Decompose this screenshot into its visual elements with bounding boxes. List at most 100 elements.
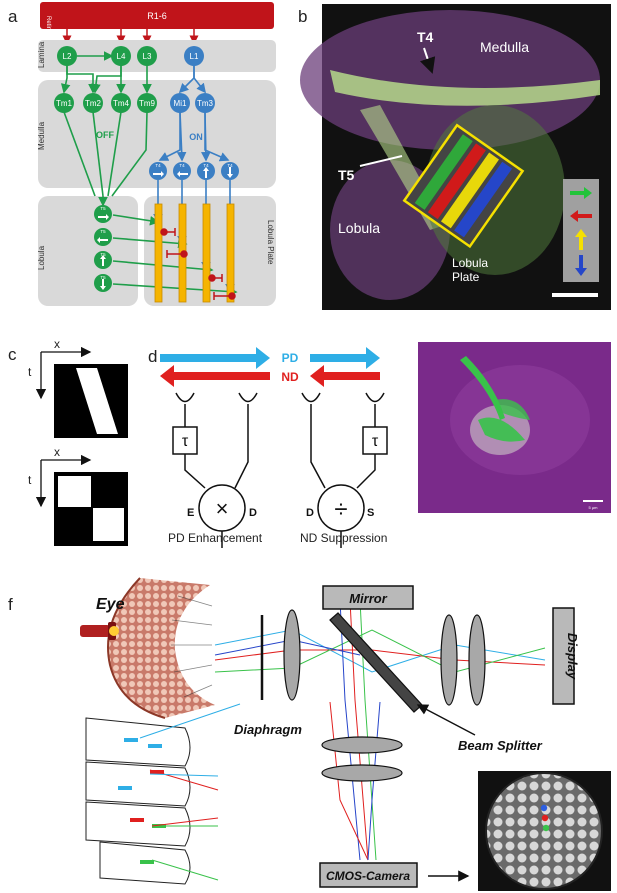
t5-label-b: T5: [338, 167, 355, 183]
inhibitory-connections: [160, 228, 236, 300]
medulla-neurons: Tm1 Tm2 Tm4 Tm9 Mi1 Tm3: [54, 93, 215, 113]
neuron-l2: L2: [63, 52, 72, 61]
pd-arrows: [160, 347, 380, 369]
beam-splitter: [329, 612, 423, 713]
down-arrow-icon: [227, 167, 233, 178]
lens-5: [321, 764, 403, 782]
nd-suppression-detector: [301, 392, 388, 548]
lens-1: [283, 609, 301, 701]
t5-neurons: T5 T5 T5 T5: [94, 205, 112, 292]
neuron-tm4: Tm4: [113, 99, 130, 108]
tau-label-right: τ: [372, 433, 379, 450]
medulla-label: Medulla: [37, 121, 46, 150]
retina-bar: [40, 2, 274, 29]
lobula-plate-label-b2: Plate: [452, 270, 480, 284]
neuron-l1: L1: [190, 52, 199, 61]
stimulus-xt-plots: x t x t: [28, 337, 128, 546]
lens-3: [468, 614, 486, 706]
mirror-label: Mirror: [349, 591, 388, 606]
panel-letter-f: f: [8, 595, 13, 614]
t4-label-3: T4: [203, 163, 209, 168]
diaphragm-label: Diaphragm: [234, 722, 302, 737]
neuron-l4: L4: [117, 52, 126, 61]
eye-label: Eye: [96, 596, 125, 613]
display-label: Display: [565, 633, 580, 680]
down-arrow-icon: [100, 279, 106, 290]
t4-label-2: T4: [179, 163, 185, 168]
optical-components: [260, 585, 575, 888]
off-pathway-connections: [60, 51, 238, 297]
s-label: S: [367, 507, 374, 519]
nd-label: ND: [281, 370, 299, 384]
photoreceptor-label: R1-6: [147, 11, 167, 21]
neuron-tm9: Tm9: [139, 99, 156, 108]
compound-eye: [107, 577, 215, 719]
lamina-neurons: L2 L4 L3 L1: [57, 46, 204, 66]
mirror: [322, 585, 414, 610]
lobula-label: Lobula: [37, 245, 46, 270]
pd-enhancement-caption: PD Enhancement: [168, 531, 263, 545]
legend-red-arrow-icon: [570, 210, 592, 222]
camera-image: [478, 771, 611, 891]
lobula-plate-label-b1: Lobula: [452, 256, 488, 270]
neuron-mi1: Mi1: [174, 99, 187, 108]
d-label-left: D: [249, 507, 257, 519]
e-label: E: [187, 507, 194, 519]
t4-label-1: T4: [155, 163, 161, 168]
lamina-label: Lamina: [37, 41, 46, 68]
beam-splitter-label: Beam Splitter: [458, 738, 543, 753]
legend-green-arrow-icon: [570, 187, 592, 199]
neuron-tm3: Tm3: [197, 99, 214, 108]
t-axis-label-2: t: [28, 473, 32, 487]
display: [552, 607, 575, 705]
d-label-right: D: [306, 507, 314, 519]
t5-label-1: T5: [100, 206, 106, 211]
right-arrow-icon: [98, 214, 109, 220]
neuron-tm2: Tm2: [85, 99, 102, 108]
multiply-operator: ×: [216, 496, 229, 521]
t-axis-label-1: t: [28, 365, 32, 379]
t4-label: T4: [417, 29, 434, 45]
lens-4: [321, 736, 403, 754]
pd-label: PD: [282, 351, 299, 365]
t4-label-4: T4: [227, 163, 233, 168]
divide-operator: ÷: [334, 496, 347, 523]
neuron-l3: L3: [143, 52, 152, 61]
right-arrow-icon: [153, 171, 164, 177]
lens-2: [440, 614, 458, 706]
nd-suppression-caption: ND Suppression: [300, 531, 387, 545]
panel-letter-a: a: [8, 7, 18, 26]
lobula-label-b: Lobula: [338, 220, 380, 236]
lobula-plate-label: Lobula Plate: [266, 220, 275, 265]
lobula-box: [38, 196, 138, 306]
t5-label-4: T5: [100, 275, 106, 280]
ommatidia-schematic: [85, 703, 241, 885]
beam-splitter-pointer: [416, 704, 476, 736]
pd-enhancement-detector: [172, 392, 258, 548]
tau-label-left: τ: [182, 433, 189, 450]
up-arrow-icon: [100, 255, 106, 266]
x-axis-label-2: x: [54, 445, 60, 459]
legend-yellow-arrow-icon: [575, 229, 587, 250]
nd-arrows: [160, 365, 380, 387]
off-label: OFF: [96, 130, 114, 140]
up-arrow-icon: [203, 167, 209, 178]
panel-letter-d: d: [148, 347, 157, 366]
legend-blue-arrow-icon: [575, 255, 587, 276]
panel-letter-c: c: [8, 345, 17, 364]
flashlight-icon: [80, 622, 119, 640]
t4-neurons: T4 T4 T4 T4: [149, 162, 239, 180]
panel-letter-b: b: [298, 7, 307, 26]
retina-label: Retina: [45, 16, 51, 34]
cmos-camera: [319, 862, 418, 888]
x-axis-label-1: x: [54, 337, 60, 351]
t5-label-3: T5: [100, 252, 106, 257]
confocal-image-b: [300, 4, 611, 310]
t5-label-2: T5: [100, 229, 106, 234]
confocal-image-e: [418, 342, 611, 513]
camera-label: CMOS-Camera: [326, 869, 410, 883]
neuron-tm1: Tm1: [56, 99, 73, 108]
on-label: ON: [189, 132, 203, 142]
left-arrow-icon: [177, 171, 188, 177]
